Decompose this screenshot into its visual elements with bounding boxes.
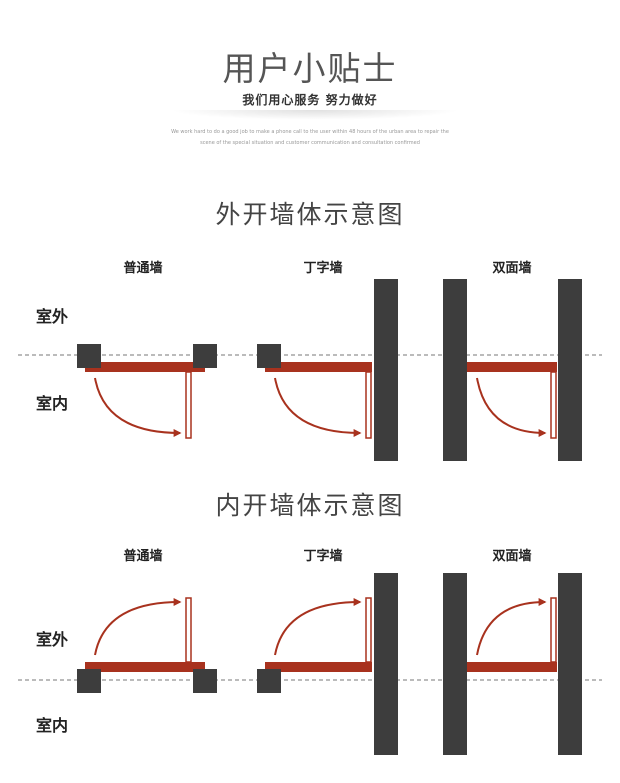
section-title-outward: 外开墙体示意图: [215, 200, 405, 229]
door-leaf: [365, 371, 372, 439]
english-text-1: We work hard to do a good job to make a …: [171, 129, 449, 135]
door-leaf: [185, 371, 192, 439]
door-frame-bar: [265, 362, 372, 372]
page-title: 用户小贴士: [222, 49, 398, 88]
english-text-2: scene of the special situation and custo…: [200, 140, 420, 146]
column-label-double-wall: 双面墙: [492, 549, 532, 564]
door-leaf: [550, 371, 557, 439]
wall-column: [443, 279, 467, 461]
wall-column: [374, 573, 398, 755]
page-subtitle: 我们用心服务 努力做好: [242, 93, 378, 107]
wall-block: [257, 344, 281, 368]
door-swing-arrow: [94, 598, 182, 656]
wall-block: [77, 669, 101, 693]
inside-label: 室内: [36, 716, 69, 735]
door-leaf: [550, 597, 557, 663]
door-swing-arrow: [274, 598, 362, 656]
column-label-t-wall: 丁字墙: [303, 549, 343, 564]
wall-column: [443, 573, 467, 755]
column-label-double-wall: 双面墙: [492, 261, 532, 276]
outside-label: 室外: [36, 630, 69, 649]
door-frame-bar: [467, 662, 557, 672]
door-frame-bar: [265, 662, 372, 672]
english-text-block: We work hard to do a good job to make a …: [0, 127, 620, 149]
divider-shadow: [170, 110, 460, 120]
wall-block: [193, 669, 217, 693]
wall-column: [558, 279, 582, 461]
wall-block: [257, 669, 281, 693]
column-label-t-wall: 丁字墙: [303, 261, 343, 276]
door-leaf: [365, 597, 372, 663]
wall-column: [558, 573, 582, 755]
section-title-inward: 内开墙体示意图: [215, 491, 405, 520]
door-swing-arrow: [476, 598, 547, 656]
column-label-normal-wall: 普通墙: [123, 549, 163, 564]
door-swing-arrow: [476, 377, 547, 437]
inside-label: 室内: [36, 394, 69, 413]
door-frame-bar: [467, 362, 557, 372]
door-swing-arrow: [274, 377, 362, 437]
door-frame-bar: [85, 662, 205, 672]
door-frame-bar: [85, 362, 205, 372]
door-leaf: [185, 597, 192, 663]
door-swing-arrow: [94, 377, 182, 437]
column-label-normal-wall: 普通墙: [123, 261, 163, 276]
wall-block: [77, 344, 101, 368]
outside-label: 室外: [36, 307, 69, 326]
wall-column: [374, 279, 398, 461]
wall-block: [193, 344, 217, 368]
